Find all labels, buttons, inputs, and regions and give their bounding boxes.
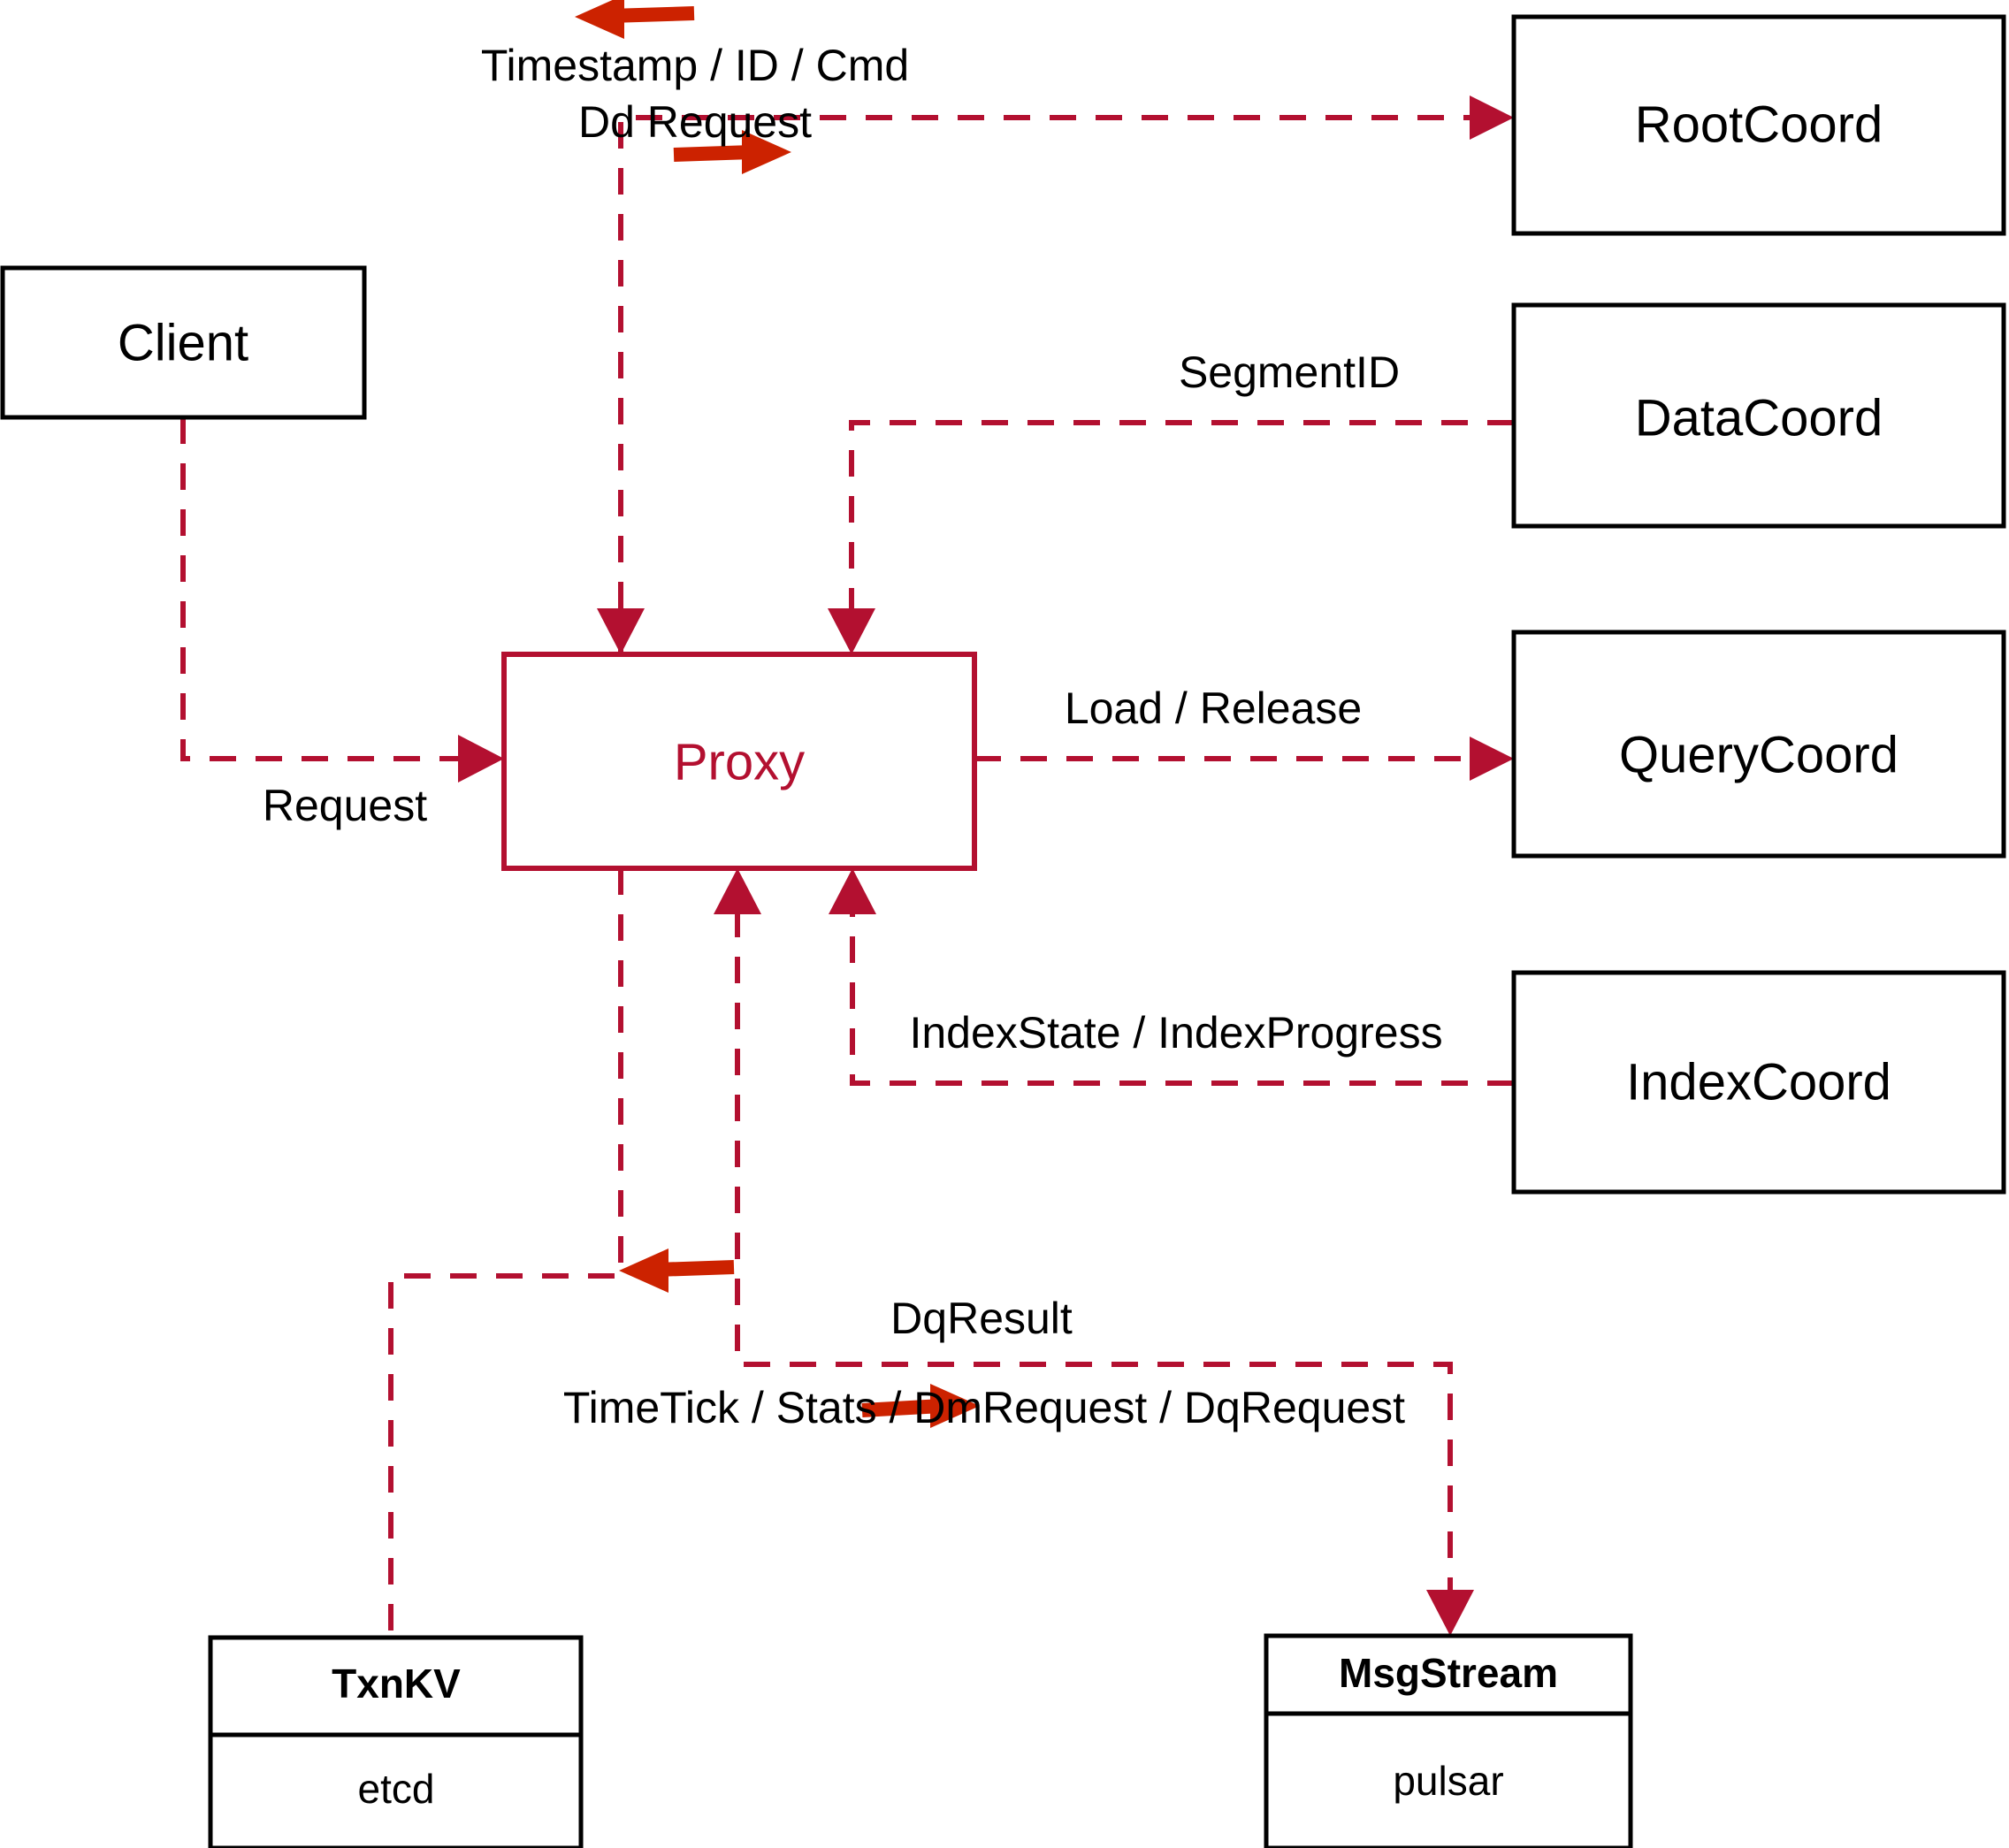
node-txnkv[interactable] <box>208 1635 584 1848</box>
edge-label-dq-result: DqResult <box>890 1294 1073 1343</box>
node-txnkv-impl-label: etcd <box>358 1766 435 1812</box>
direction-arrow-dd-request-line <box>673 145 752 162</box>
edge-line-dd-request <box>618 115 1494 654</box>
edge-line-msgstream <box>735 911 1453 1609</box>
edge-arrowhead-msgstream <box>1426 1590 1474 1636</box>
edge-arrowhead-proxy-timestamp <box>597 608 645 654</box>
node-data-coord[interactable] <box>1511 302 2006 529</box>
edge-arrowhead-proxy-request <box>458 735 504 783</box>
node-root-coord[interactable] <box>1511 14 2006 236</box>
edge-label-dd-request: Dd Request <box>578 97 812 147</box>
direction-arrow-timetick-head <box>930 1384 980 1428</box>
node-msgstream-label: MsgStream <box>1339 1650 1558 1696</box>
edge-arrowhead-proxy-index-state <box>829 868 876 914</box>
edge-label-load-release: Load / Release <box>1065 683 1362 733</box>
direction-arrow-dd-request-head <box>742 130 791 174</box>
node-txnkv-label: TxnKV <box>332 1661 461 1707</box>
edge-arrowhead-query-coord <box>1470 737 1514 781</box>
edge-label-segment-id: SegmentID <box>1179 347 1400 397</box>
edge-line-txnkv <box>388 868 623 1638</box>
edge-label-timestamp-id-cmd: Timestamp / ID / Cmd <box>481 41 909 90</box>
node-index-coord-label: IndexCoord <box>1626 1053 1891 1111</box>
node-proxy-label: Proxy <box>674 733 805 790</box>
direction-arrow-timestamp-head <box>575 0 624 39</box>
edge-line-segment-id <box>849 420 1514 638</box>
node-index-coord[interactable] <box>1511 970 2006 1195</box>
edge-arrowhead-proxy-dq-result <box>714 868 761 914</box>
edge-line-index-state <box>850 911 1514 1086</box>
edge-label-timetick-stats: TimeTick / Stats / DmRequest / DqRequest <box>563 1383 1405 1432</box>
node-query-coord[interactable] <box>1511 630 2006 859</box>
edge-arrowhead-root-coord <box>1470 95 1514 140</box>
node-query-coord-label: QueryCoord <box>1619 726 1898 783</box>
direction-arrow-dq-result-line <box>655 1260 735 1277</box>
node-proxy[interactable] <box>501 652 977 871</box>
node-client[interactable] <box>0 265 367 420</box>
node-msgstream-impl-label: pulsar <box>1393 1758 1503 1804</box>
node-client-label: Client <box>118 314 248 371</box>
node-msgstream[interactable] <box>1264 1633 1633 1848</box>
edge-arrowhead-proxy-segment-id <box>828 608 875 654</box>
edge-label-index-state-progress: IndexState / IndexProgress <box>909 1008 1442 1058</box>
direction-arrow-dq-result-head <box>619 1249 668 1293</box>
node-data-coord-label: DataCoord <box>1635 389 1883 447</box>
direction-arrow-timetick-line <box>861 1399 943 1417</box>
edge-label-request: Request <box>263 781 427 830</box>
node-root-coord-label: RootCoord <box>1635 95 1883 153</box>
edge-line-request <box>180 417 482 761</box>
